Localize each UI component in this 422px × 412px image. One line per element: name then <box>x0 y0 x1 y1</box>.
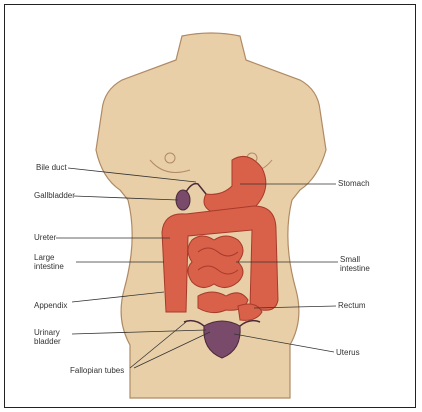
label-urinary-bladder: Urinary bladder <box>34 328 61 346</box>
label-large-intestine: Large intestine <box>34 253 64 271</box>
label-bile-duct: Bile duct <box>36 163 67 172</box>
label-ureter: Ureter <box>34 233 56 242</box>
label-small-intestine: Small intestine <box>340 255 370 273</box>
label-gallbladder: Gallbladder <box>34 191 75 200</box>
label-rectum: Rectum <box>338 301 366 310</box>
gallbladder-organ <box>176 190 190 210</box>
label-fallopian-tubes: Fallopian tubes <box>70 366 124 375</box>
label-uterus: Uterus <box>336 348 360 357</box>
label-appendix: Appendix <box>34 301 67 310</box>
label-stomach: Stomach <box>338 179 370 188</box>
